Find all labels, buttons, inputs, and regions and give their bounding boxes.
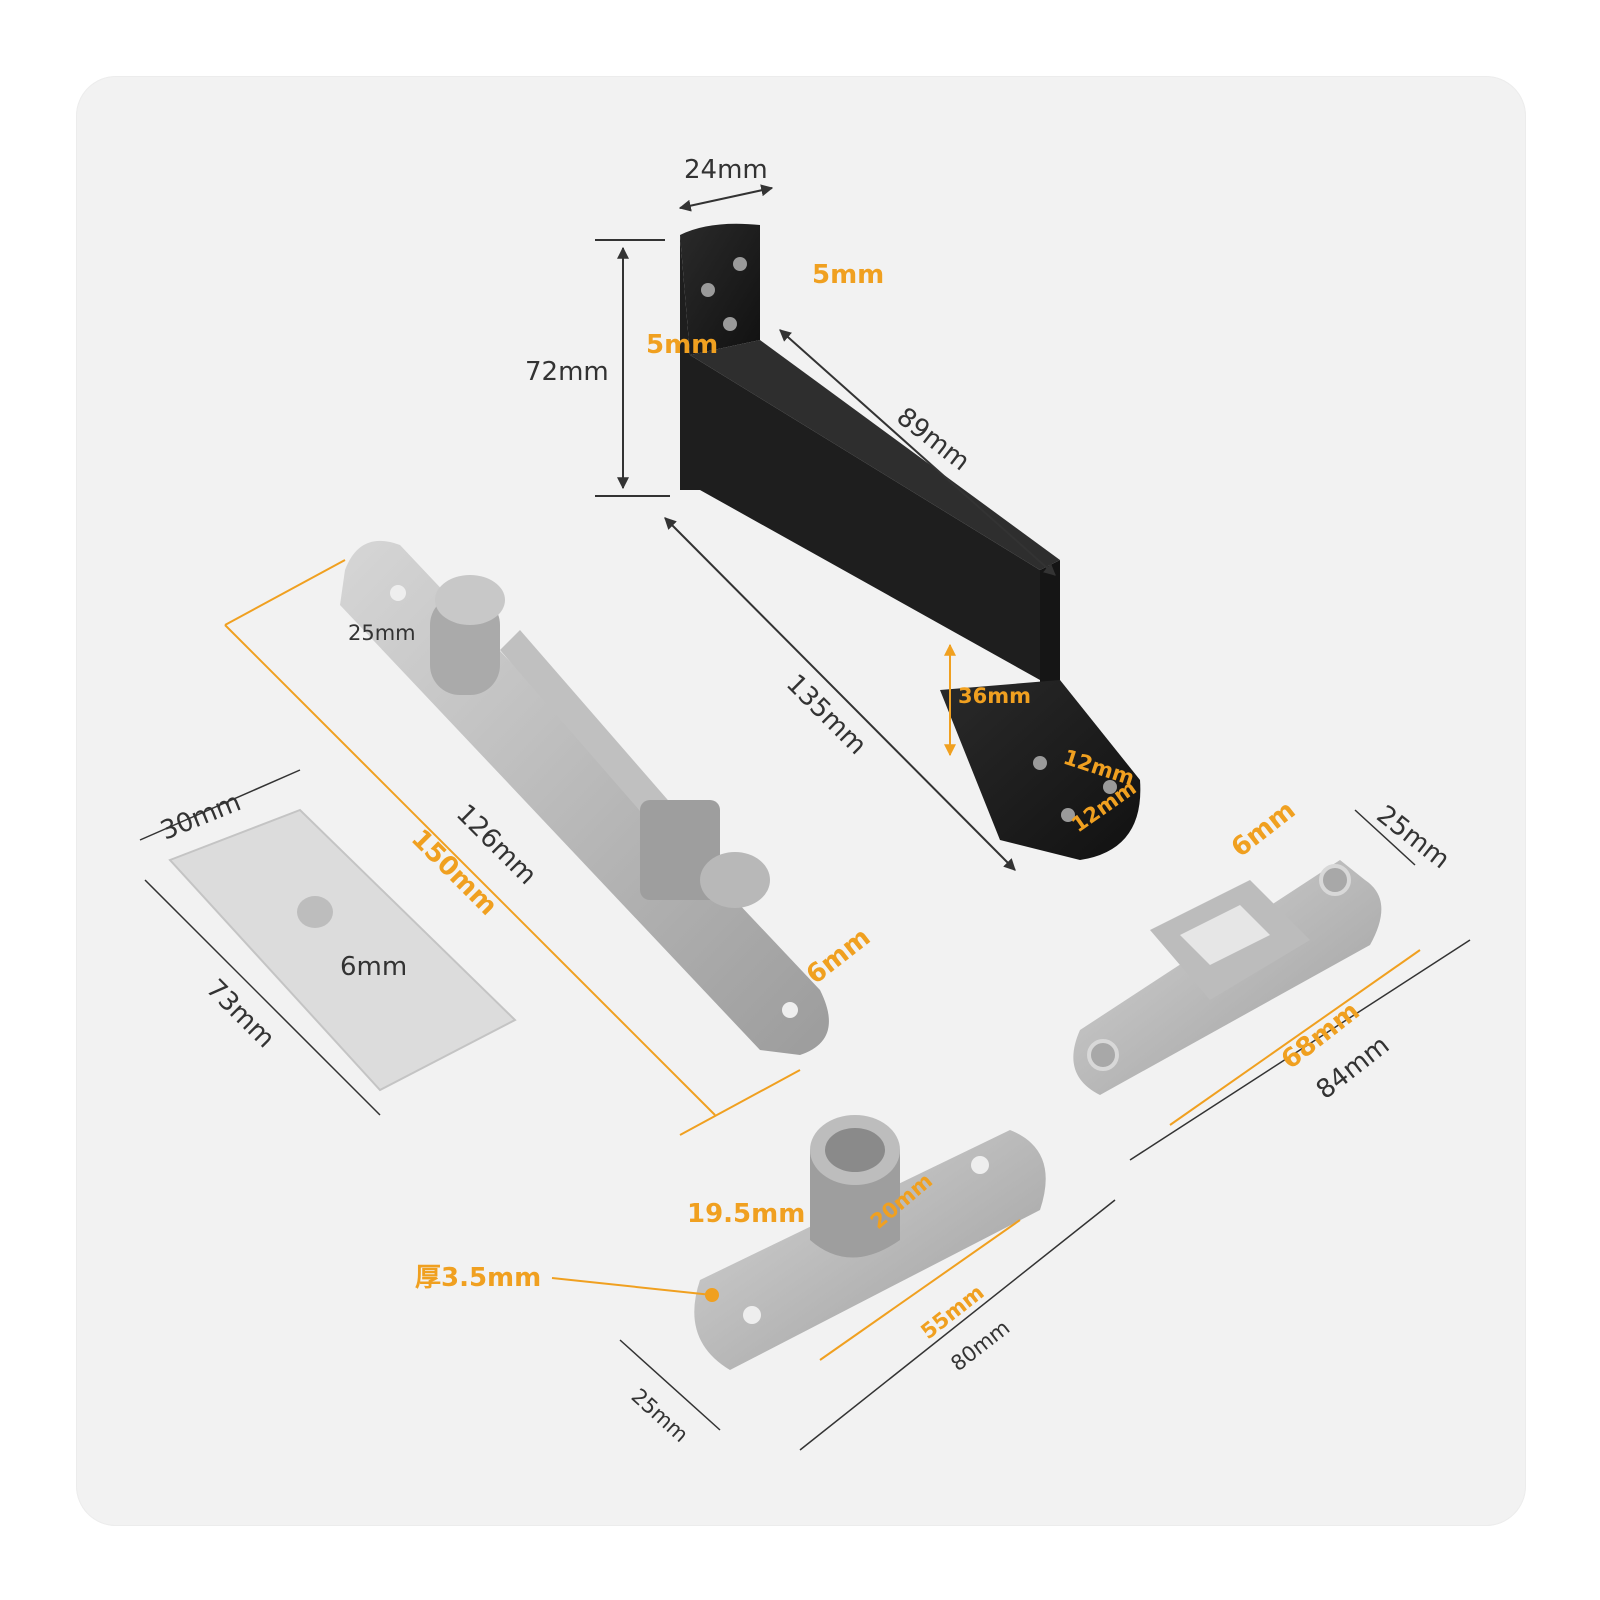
label-sleeve-height: 19.5mm [687,1199,805,1229]
label-bolt-hole: 6mm [801,922,876,990]
label-bracket-height: 72mm [525,357,609,387]
label-plate-hole: 6mm [340,952,407,982]
flat-plate-body [170,810,515,1090]
bracket-hole [701,283,715,297]
dimension-lines [139,184,1471,1451]
plate-hole [297,896,333,928]
label-base-thickness: 厚3.5mm [415,1263,541,1293]
sleeve-base-plate [694,1115,1046,1370]
label-plate-length: 73mm [200,974,280,1054]
product-photo-card: 24mm 5mm 5mm 72mm 89mm 135mm 36mm 12mm 1… [76,76,1526,1526]
strike-slot [1180,905,1270,965]
bracket-hole [1103,780,1117,794]
label-bracket-length: 135mm [780,669,872,761]
flat-plate [168,808,517,1092]
label-hole-top: 5mm [812,260,884,290]
bracket-vertical-tab [680,223,760,355]
label-hole-spacing: 5mm [646,330,718,360]
label-base-width: 25mm [627,1384,693,1447]
bolt-knob [700,852,770,908]
label-strike-hole: 6mm [1226,795,1301,863]
bracket-hole [733,257,747,271]
product-diagram: 24mm 5mm 5mm 72mm 89mm 135mm 36mm 12mm 1… [139,155,1471,1451]
label-base-length: 80mm [946,1315,1014,1376]
bracket-hole [1061,808,1075,822]
strike-plate [1073,860,1382,1095]
dimension-lines-orange [224,559,1421,1361]
label-bolt-height: 25mm [348,621,416,645]
bracket-hole [1033,756,1047,770]
label-box-height: 36mm [958,684,1031,708]
bracket-hole [723,317,737,331]
label-bracket-width: 24mm [684,155,768,185]
